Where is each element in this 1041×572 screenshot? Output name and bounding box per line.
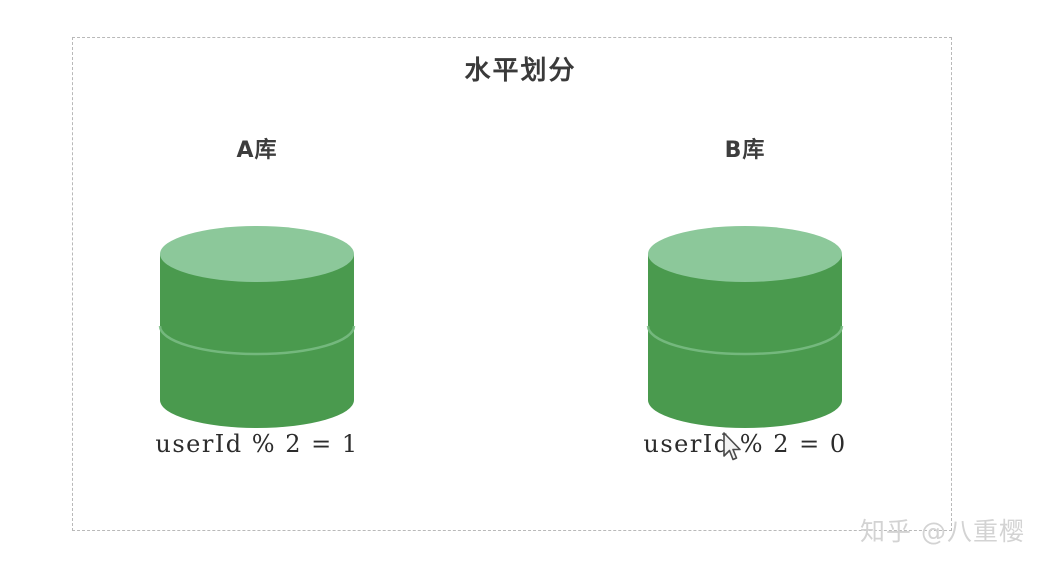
database-label-a: A库 xyxy=(236,138,278,163)
watermark: 知乎 @八重樱 xyxy=(860,517,1025,546)
database-cylinder-b xyxy=(580,226,910,436)
database-formula-a: userId % 2 = 1 xyxy=(155,430,359,458)
database-formula-b: userId % 2 = 0 xyxy=(643,430,847,458)
database-label-b: B库 xyxy=(724,138,766,163)
diagram-title: 水平划分 xyxy=(464,56,577,86)
cylinder-icon xyxy=(158,226,356,428)
partition-boundary-frame xyxy=(72,37,952,531)
database-group-a: A库 userId % 2 = 1 xyxy=(92,0,422,572)
database-cylinder-a xyxy=(92,226,422,436)
cylinder-icon xyxy=(646,226,844,428)
database-group-b: B库 userId % 2 = 0 xyxy=(580,0,910,572)
